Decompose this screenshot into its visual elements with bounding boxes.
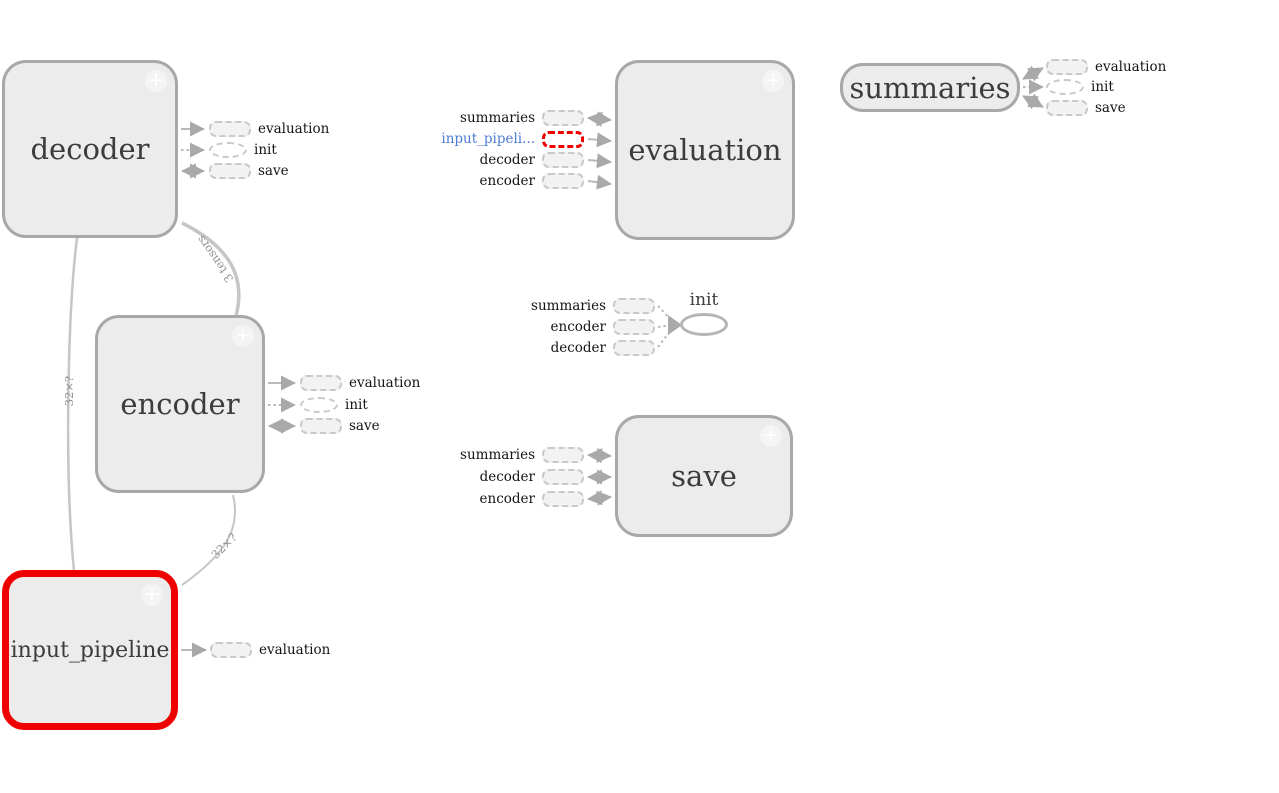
port-summaries-save[interactable]: save <box>1046 99 1126 117</box>
port-encoder-evaluation[interactable]: evaluation <box>300 374 420 392</box>
port-evaluation-decoder[interactable]: decoder <box>480 151 584 169</box>
port-label: init <box>1091 79 1114 95</box>
conn-save-encoder <box>587 490 612 506</box>
conn-evaluation-encoder <box>587 174 612 190</box>
port-summaries-init[interactable]: init <box>1046 78 1114 96</box>
port-stub[interactable] <box>1046 100 1088 116</box>
port-label: summaries <box>460 110 535 126</box>
expand-icon[interactable]: + <box>760 425 782 447</box>
node-label: init <box>689 290 719 310</box>
conn-summaries-save <box>1022 93 1044 110</box>
node-label: save <box>671 459 737 493</box>
node-label: encoder <box>120 387 240 421</box>
edge-decoder-input-pipeline[interactable] <box>66 237 79 572</box>
port-stub[interactable] <box>1046 59 1088 75</box>
node-label: input_pipeline <box>10 637 170 663</box>
port-label: evaluation <box>258 121 330 137</box>
port-evaluation-summaries[interactable]: summaries <box>460 109 584 127</box>
port-label: init <box>254 142 277 158</box>
port-stub[interactable] <box>613 298 655 314</box>
expand-icon[interactable]: + <box>145 70 167 92</box>
conn-init-encoder <box>657 324 672 328</box>
port-summaries-evaluation[interactable]: evaluation <box>1046 58 1166 76</box>
port-label: decoder <box>550 340 606 356</box>
port-label: encoder <box>550 319 606 335</box>
port-stub[interactable] <box>210 642 252 658</box>
port-label: encoder <box>479 173 535 189</box>
edge-decoder-encoder[interactable] <box>181 221 241 317</box>
expand-icon[interactable]: + <box>232 325 254 347</box>
port-stub[interactable] <box>209 142 247 158</box>
port-stub[interactable] <box>209 163 251 179</box>
node-label: decoder <box>30 132 150 166</box>
port-label: evaluation <box>349 375 421 391</box>
port-label: evaluation <box>1095 59 1167 75</box>
port-encoder-save[interactable]: save <box>300 417 380 435</box>
conn-evaluation-decoder <box>587 153 612 169</box>
port-evaluation-input-pipeline[interactable]: input_pipeli... <box>441 130 584 148</box>
port-init-decoder[interactable]: decoder <box>551 339 655 357</box>
port-label: save <box>349 418 380 434</box>
port-label: init <box>345 397 368 413</box>
port-save-decoder[interactable]: decoder <box>480 468 584 486</box>
port-stub-highlighted[interactable] <box>542 130 584 148</box>
port-label: evaluation <box>259 642 331 658</box>
port-label: input_pipeli... <box>441 131 535 147</box>
port-decoder-save[interactable]: save <box>209 162 289 180</box>
port-label: decoder <box>479 469 535 485</box>
port-stub[interactable] <box>613 340 655 356</box>
port-stub[interactable] <box>613 319 655 335</box>
port-stub[interactable] <box>300 418 342 434</box>
node-label: evaluation <box>628 133 782 167</box>
conn-evaluation-summaries <box>587 111 612 127</box>
edge-encoder-input-pipeline[interactable] <box>181 494 237 586</box>
node-input-pipeline[interactable]: + input_pipeline <box>2 570 178 730</box>
port-encoder-init[interactable]: init <box>300 396 368 414</box>
node-encoder[interactable]: + encoder <box>95 315 265 493</box>
node-evaluation[interactable]: + evaluation <box>615 60 795 240</box>
conn-summaries-evaluation <box>1022 65 1044 82</box>
port-label: save <box>1095 100 1126 116</box>
conn-evaluation-input-pipeline <box>587 132 612 148</box>
port-stub[interactable] <box>542 110 584 126</box>
conn-save-summaries <box>587 447 612 464</box>
port-input-pipeline-evaluation[interactable]: evaluation <box>210 641 330 659</box>
port-stub[interactable] <box>542 152 584 168</box>
node-label: summaries <box>849 70 1011 105</box>
port-label: summaries <box>531 298 606 314</box>
node-summaries[interactable]: summaries <box>840 63 1020 112</box>
port-label: decoder <box>479 152 535 168</box>
port-label: summaries <box>460 447 535 463</box>
port-stub[interactable] <box>542 469 584 485</box>
init-arrowhead <box>668 315 682 335</box>
port-stub[interactable] <box>1046 79 1084 95</box>
port-stub[interactable] <box>542 173 584 189</box>
port-save-summaries[interactable]: summaries <box>460 446 584 464</box>
port-evaluation-encoder[interactable]: encoder <box>480 172 584 190</box>
port-label: save <box>258 163 289 179</box>
port-decoder-init[interactable]: init <box>209 141 277 159</box>
port-stub[interactable] <box>542 447 584 463</box>
port-label: encoder <box>479 491 535 507</box>
port-stub[interactable] <box>300 375 342 391</box>
edge-label-32xq-left: 32×? <box>62 375 76 407</box>
port-decoder-evaluation[interactable]: evaluation <box>209 120 329 138</box>
node-save[interactable]: + save <box>615 415 793 537</box>
port-stub[interactable] <box>300 397 338 413</box>
port-save-encoder[interactable]: encoder <box>480 490 584 508</box>
node-decoder[interactable]: + decoder <box>2 60 178 238</box>
expand-icon[interactable]: + <box>762 70 784 92</box>
port-init-summaries[interactable]: summaries <box>531 297 655 315</box>
port-init-encoder[interactable]: encoder <box>551 318 655 336</box>
expand-icon[interactable]: + <box>141 584 163 606</box>
node-init[interactable] <box>680 313 728 336</box>
port-stub[interactable] <box>209 121 251 137</box>
port-stub[interactable] <box>542 491 584 507</box>
